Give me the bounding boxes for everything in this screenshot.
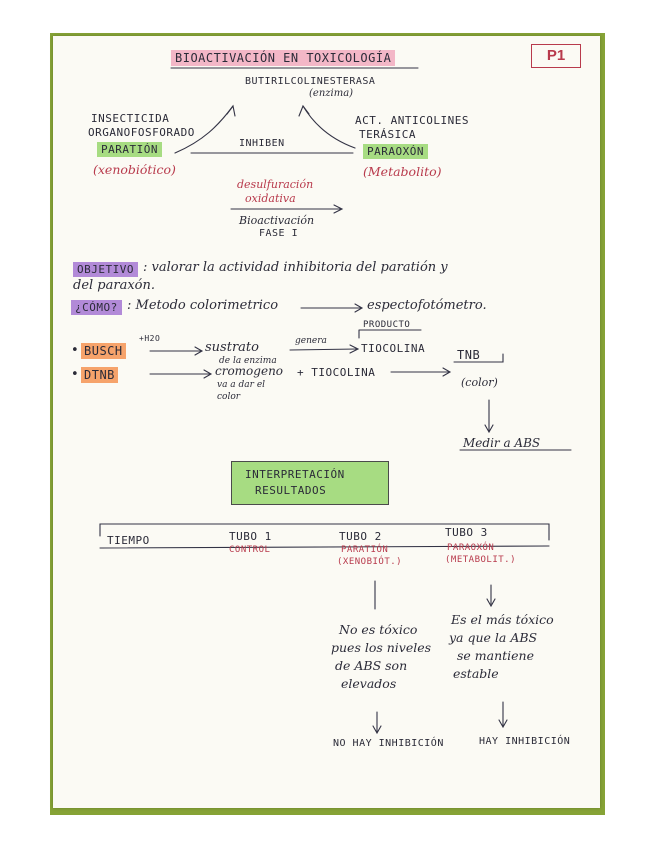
note-left-1: No es tóxico — [339, 622, 418, 637]
medir-abs: Medir a ABS — [463, 436, 541, 450]
table-tubo3: TUBO 3 — [445, 526, 488, 539]
notebook-page: P1 BIOACTIVACIÓN EN TOXICOLOGÍA BUTIRILC… — [53, 36, 600, 808]
insecticide-line1: INSECTICIDA — [91, 112, 170, 125]
objective-line2: del paraxón. — [73, 278, 156, 293]
arrow-head-right — [298, 104, 310, 117]
sustrato-label: sustrato — [205, 340, 259, 355]
activity-line2: TERÁSICA — [359, 128, 416, 141]
enzyme-note: (enzima) — [309, 88, 354, 99]
activity-line1: ACT. ANTICOLINES — [355, 114, 469, 127]
paration-note: (xenobiótico) — [93, 162, 176, 177]
reaction-top1: desulfuración — [237, 178, 314, 191]
table-line — [99, 545, 550, 549]
medir-arrow-head — [484, 424, 494, 434]
dtnb-label: DTNB — [81, 367, 118, 383]
table-top — [99, 523, 550, 541]
reaction-bottom2: FASE I — [259, 228, 299, 239]
note-left-2: pues los niveles — [331, 640, 432, 655]
table-tiempo: TIEMPO — [107, 534, 150, 547]
table-tubo1-sub: CONTROL — [229, 545, 271, 555]
table-tubo2-sub1: PARATIÓN — [341, 545, 389, 555]
page-title: BIOACTIVACIÓN EN TOXICOLOGÍA — [171, 50, 396, 66]
dtnb-arrow-head — [203, 369, 213, 379]
bullet-busch: • — [71, 343, 79, 358]
genera-arrow-head — [349, 344, 360, 354]
enzyme-name: BUTIRILCOLINESTERASA — [245, 76, 376, 87]
paraoxon-label: PARAOXÓN — [363, 144, 428, 159]
interpretation-line1: INTERPRETACIÓN — [245, 468, 345, 481]
tubo3-arrow-head — [486, 598, 496, 608]
cromogeno-note1: va a dar el — [217, 380, 266, 390]
table-tubo2-sub2: (XENOBIÓT.) — [337, 557, 403, 567]
how-text: : Metodo colorimetrico — [127, 298, 279, 313]
conclusion-right: HAY INHIBICIÓN — [479, 736, 571, 747]
page-label: P1 — [531, 44, 581, 68]
how-label: ¿CÓMO? — [71, 300, 122, 315]
note-right-2: ya que la ABS — [449, 630, 538, 645]
reaction-arrow-head — [333, 204, 344, 214]
sustrato-note: de la enzima — [219, 356, 277, 366]
how-result: espectofotómetro. — [367, 298, 487, 313]
table-tubo1: TUBO 1 — [229, 530, 272, 543]
interpretation-box — [231, 461, 389, 505]
tnb-bracket — [453, 353, 504, 363]
bullet-dtnb: • — [71, 367, 79, 382]
paration-label: PARATIÓN — [97, 142, 162, 157]
busch-label: BUSCH — [81, 343, 126, 359]
producto-bracket — [358, 329, 422, 339]
cromogeno-note2: color — [217, 392, 241, 402]
genera-label: genera — [295, 336, 327, 346]
objective-line1: : valorar la actividad inhibitoria del p… — [143, 260, 448, 275]
inhibit-label: INHIBEN — [239, 138, 285, 149]
tnb-color: (color) — [461, 376, 498, 389]
objective-label: OBJETIVO — [73, 262, 138, 277]
producto-label: PRODUCTO — [363, 320, 411, 330]
busch-water: +H2O — [139, 334, 161, 343]
note-right-4: estable — [453, 666, 499, 681]
arrow-head-left — [226, 104, 236, 117]
note-right-3: se mantiene — [457, 648, 535, 663]
plus-tiocolina: + TIOCOLINA — [297, 366, 376, 379]
genera-arrow — [289, 348, 358, 351]
method-arrow-head — [354, 303, 364, 313]
interpretation-line2: RESULTADOS — [255, 484, 327, 497]
table-tubo3-sub2: (METABOLIT.) — [445, 555, 517, 565]
note-left-3: de ABS son — [335, 658, 408, 673]
tiocolina-label: TIOCOLINA — [361, 342, 426, 355]
table-tubo3-sub1: PARAOXÓN — [447, 543, 495, 553]
conclusion-left: NO HAY INHIBICIÓN — [333, 738, 444, 749]
right-conclusion-arrow-head — [498, 719, 508, 729]
handwritten-lines — [99, 67, 572, 735]
table-tubo2: TUBO 2 — [339, 530, 382, 543]
busch-arrow-head — [194, 346, 204, 356]
reaction-bottom1: Bioactivación — [239, 214, 315, 227]
left-conclusion-arrow-head — [372, 725, 382, 735]
tnb-arrow-head — [442, 367, 452, 377]
reaction-top2: oxidativa — [245, 192, 296, 205]
arrow-to-enzyme-right — [302, 105, 356, 149]
insecticide-line2: ORGANOFOSFORADO — [88, 126, 195, 139]
paraoxon-note: (Metabolito) — [363, 164, 442, 179]
note-right-1: Es el más tóxico — [451, 612, 554, 627]
tnb-label: TNB — [457, 348, 481, 362]
note-left-4: elevados — [341, 676, 397, 691]
cromogeno-label: cromogeno — [215, 364, 284, 378]
